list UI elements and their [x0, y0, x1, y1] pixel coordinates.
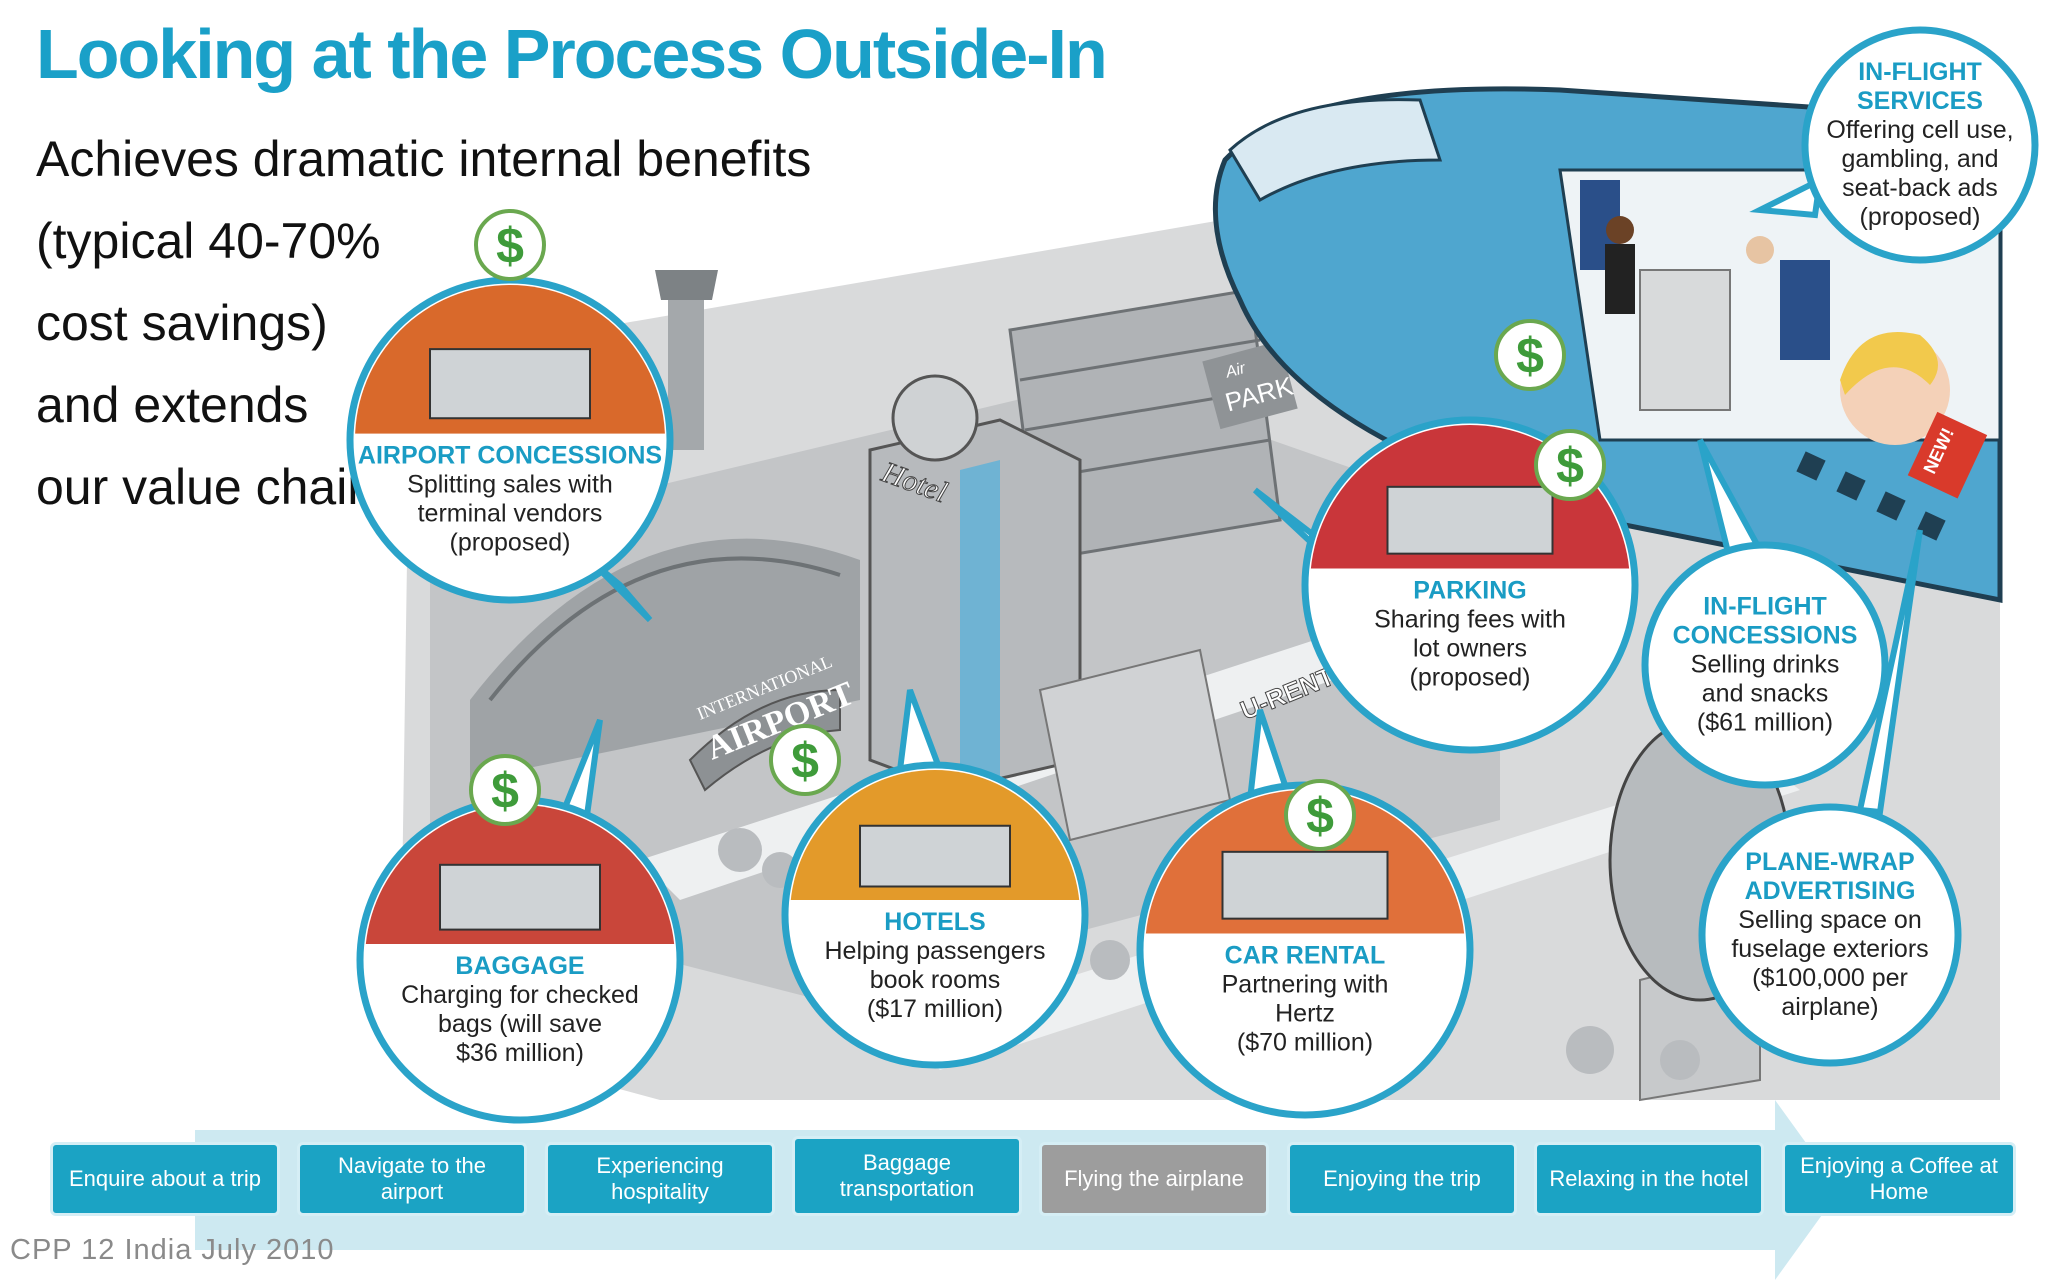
step-hospitality[interactable]: Experiencing hospitality: [545, 1142, 775, 1216]
bubble-plane-wrap-body: Selling space on: [1738, 906, 1921, 934]
bubble-inflight-services-heading: IN-FLIGHT: [1858, 58, 1982, 86]
bullet-line-3: cost savings): [36, 295, 328, 351]
bubble-parking-body: Sharing fees with: [1374, 606, 1566, 634]
dollar-icon: $: [769, 724, 841, 796]
bubble-inflight-concessions-body: ($61 million): [1697, 709, 1833, 737]
svg-text:$: $: [1306, 788, 1334, 844]
bubble-inflight-services-body: gambling, and: [1841, 145, 1998, 173]
bubble-airport-concessions-body: terminal vendors: [418, 500, 603, 528]
bullet-line-1: Achieves dramatic internal benefits: [36, 131, 812, 187]
bubble-hotels-body: ($17 million): [867, 995, 1003, 1023]
step-flying[interactable]: Flying the airplane: [1039, 1142, 1269, 1216]
bullet-line-2: (typical 40-70%: [36, 213, 381, 269]
bubble-inflight-services-heading: SERVICES: [1857, 87, 1983, 115]
bubble-plane-wrap-body: ($100,000 per: [1752, 964, 1908, 992]
svg-text:$: $: [496, 218, 524, 274]
dollar-icon: $: [469, 754, 541, 826]
bubble-plane-wrap-heading: PLANE-WRAP: [1745, 848, 1914, 876]
svg-text:$: $: [1516, 328, 1544, 384]
bubble-parking-body: (proposed): [1410, 664, 1531, 692]
dollar-icon: $: [1534, 429, 1606, 501]
bubble-baggage-body: bags (will save: [438, 1010, 602, 1038]
park-sign: Air PARK: [1202, 340, 1298, 430]
bullet-line-4: and extends: [36, 377, 309, 433]
bubble-airport-concessions-body: Splitting sales with: [407, 471, 613, 499]
bubble-car-rental-body: Partnering with: [1222, 971, 1389, 999]
bubble-parking-heading: PARKING: [1413, 577, 1526, 605]
bubble-baggage-body: Charging for checked: [401, 981, 639, 1009]
bubble-car-rental-body: Hertz: [1275, 1000, 1335, 1028]
svg-text:$: $: [791, 733, 819, 789]
bubble-hotels-body: book rooms: [870, 966, 1001, 994]
bubble-plane-wrap-heading: ADVERTISING: [1745, 877, 1916, 905]
bubble-inflight-concessions-heading: IN-FLIGHT: [1703, 593, 1827, 621]
bubble-airport-concessions-body: (proposed): [450, 529, 571, 557]
step-navigate[interactable]: Navigate to the airport: [297, 1142, 527, 1216]
step-enquire[interactable]: Enquire about a trip: [50, 1142, 280, 1216]
step-coffee[interactable]: Enjoying a Coffee at Home: [1782, 1142, 2016, 1216]
bubble-inflight-services-body: (proposed): [1860, 203, 1981, 231]
bubble-parking-body: lot owners: [1413, 635, 1527, 663]
bullet-text: Achieves dramatic internal benefits (typ…: [36, 118, 811, 528]
svg-text:Air: Air: [1223, 360, 1248, 382]
bubble-inflight-concessions-body: and snacks: [1702, 680, 1828, 708]
bubble-plane-wrap-body: fuselage exteriors: [1731, 935, 1928, 963]
bubble-inflight-concessions-body: Selling drinks: [1691, 651, 1840, 679]
bubble-baggage-body: $36 million): [456, 1039, 584, 1067]
bubble-inflight-concessions-heading: CONCESSIONS: [1673, 622, 1858, 650]
bubble-inflight-services-body: seat-back ads: [1842, 174, 1998, 202]
footer-text: CPP 12 India July 2010: [10, 1234, 335, 1266]
dollar-icon: $: [1494, 319, 1566, 391]
bubble-car-rental-heading: CAR RENTAL: [1225, 942, 1386, 970]
svg-text:$: $: [1556, 438, 1584, 494]
slide-title: Looking at the Process Outside-In: [36, 15, 1108, 93]
bubble-hotels-heading: HOTELS: [884, 908, 985, 936]
bubble-inflight-services-body: Offering cell use,: [1826, 116, 2013, 144]
dollar-icon: $: [474, 209, 546, 281]
bubble-hotels-body: Helping passengers: [825, 937, 1046, 965]
bubble-airport-concessions-heading: AIRPORT CONCESSIONS: [358, 442, 662, 470]
step-enjoying-trip[interactable]: Enjoying the trip: [1287, 1142, 1517, 1216]
svg-text:$: $: [491, 763, 519, 819]
bubble-plane-wrap-body: airplane): [1781, 993, 1878, 1021]
step-hotel[interactable]: Relaxing in the hotel: [1534, 1142, 1764, 1216]
step-baggage[interactable]: Baggage transportation: [792, 1136, 1022, 1216]
bubble-car-rental-body: ($70 million): [1237, 1029, 1373, 1057]
dollar-icon: $: [1284, 779, 1356, 851]
bubble-baggage-heading: BAGGAGE: [455, 952, 584, 980]
bullet-line-5: our value chain: [36, 459, 376, 515]
